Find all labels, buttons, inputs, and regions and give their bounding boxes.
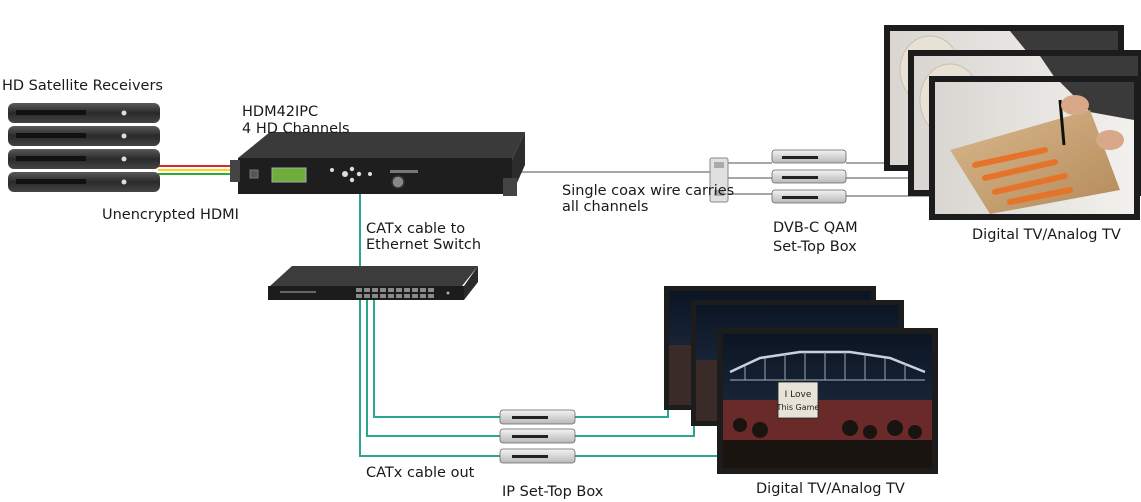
label-dvbc-2: Set-Top Box: [773, 239, 857, 255]
ip-stb: [499, 428, 576, 444]
catx-switch-to-ipstb-1: [373, 300, 500, 418]
switch-ports: [356, 288, 434, 298]
label-ip-stb: IP Set-Top Box: [502, 484, 604, 500]
catx-switch-to-ipstb-3: [359, 300, 500, 457]
tv-group-bottom: I Love This Game: [664, 286, 938, 474]
catx-ipstb-to-tv-2: [575, 420, 695, 437]
dvbc-stb: [771, 169, 847, 184]
hdmi-cables: [158, 165, 236, 175]
label-satellite-receivers: HD Satellite Receivers: [2, 78, 163, 94]
ip-settop-boxes: [499, 409, 576, 464]
encoder-device: [230, 132, 525, 196]
label-unencrypted-hdmi: Unencrypted HDMI: [102, 207, 239, 223]
ethernet-switch: [268, 266, 478, 300]
ip-stb: [499, 409, 576, 425]
receiver-unit: [8, 126, 160, 146]
dvbc-stb: [771, 189, 847, 204]
label-catx-out: CATx cable out: [366, 465, 475, 481]
fan-sign: [777, 381, 819, 419]
label-device-model: HDM42IPC: [242, 104, 319, 120]
receiver-unit: [8, 172, 160, 192]
label-tv-top: Digital TV/Analog TV: [972, 227, 1121, 243]
label-catx-to-switch-1: CATx cable to: [366, 221, 466, 237]
label-tv-bottom: Digital TV/Analog TV: [756, 481, 905, 497]
dvbc-settop-boxes: [771, 149, 847, 204]
encoder-lcd: [271, 167, 307, 183]
tv-screen: [929, 76, 1140, 220]
label-catx-to-switch-2: Ethernet Switch: [366, 237, 482, 253]
encoder-knob: [391, 175, 405, 189]
label-coax-2: all channels: [562, 199, 649, 215]
tv-group-top: [884, 25, 1141, 220]
receiver-unit: [8, 149, 160, 169]
coax-splitter: [709, 157, 729, 203]
label-coax-1: Single coax wire carries: [562, 183, 735, 199]
tv-screen: I Love This Game: [717, 328, 938, 474]
satellite-receivers: [8, 103, 160, 192]
fan-sign-line2: This Game: [776, 403, 820, 412]
catx-ipstb-to-tv-1: [575, 392, 669, 418]
dvbc-stb: [771, 149, 847, 164]
catx-switch-to-ipstb-2: [366, 300, 500, 437]
receiver-unit: [8, 103, 160, 123]
ip-stb: [499, 448, 576, 464]
label-dvbc-1: DVB-C QAM: [773, 220, 858, 236]
network-cables: [359, 190, 720, 457]
label-device-channels: 4 HD Channels: [242, 121, 350, 137]
fan-sign-line1: I Love: [785, 390, 812, 400]
